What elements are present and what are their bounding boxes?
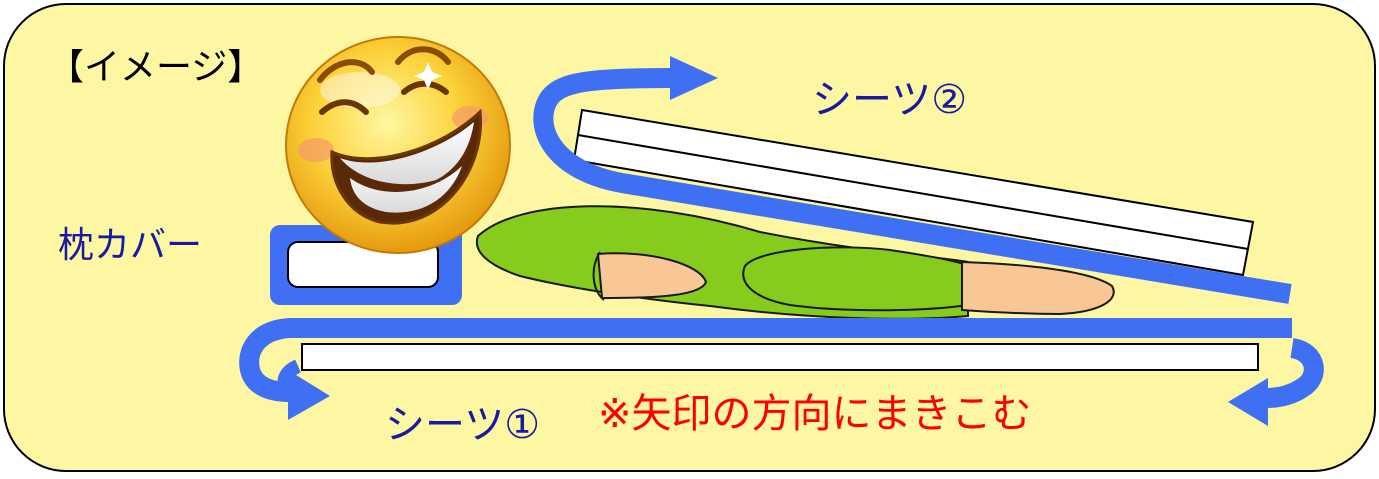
arrow-bottom-icon: [239, 318, 1324, 426]
note-text: ※矢印の方向にまきこむ: [598, 391, 1032, 437]
sheet-top: [572, 108, 1255, 277]
sheet-bottom: [301, 343, 1259, 371]
sheet2-label: シーツ②: [812, 77, 968, 123]
arrow-top-icon: [533, 56, 1292, 304]
title: 【イメージ】: [48, 47, 264, 88]
laughing-face-icon: [285, 36, 511, 254]
sheet1-label: シーツ①: [385, 402, 541, 448]
person: [475, 205, 1115, 320]
pillow-cover-label: 枕カバー: [58, 225, 203, 266]
